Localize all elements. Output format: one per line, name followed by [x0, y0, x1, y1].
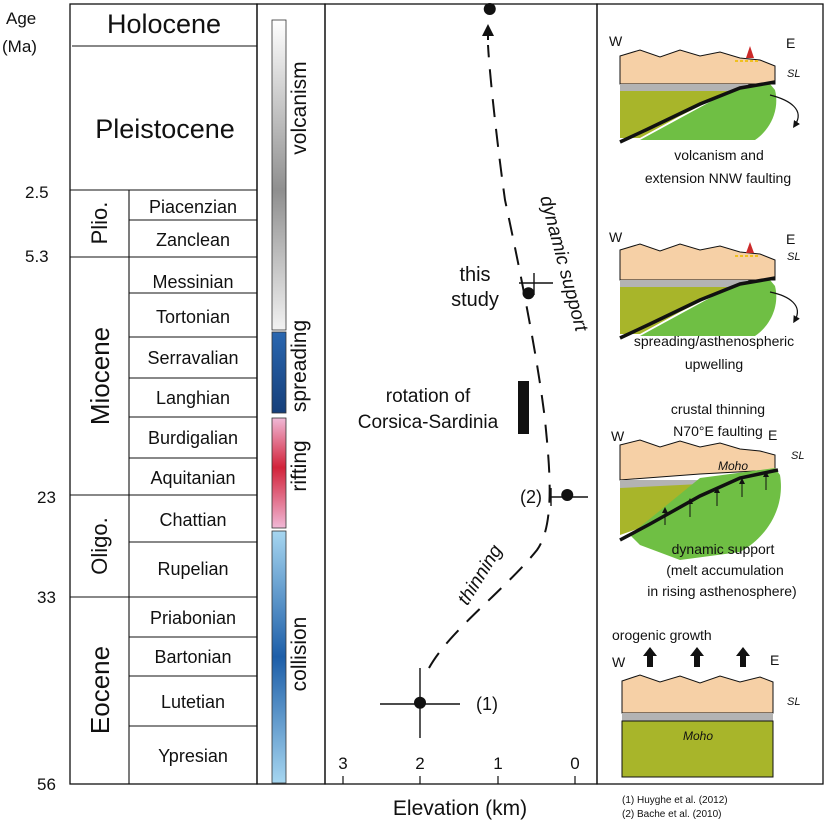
label-point-1: (1) — [476, 694, 498, 714]
stage-zanclean: Zanclean — [156, 230, 230, 250]
data-point-0 — [414, 696, 426, 709]
cs2-sl: SL — [787, 251, 800, 263]
rotation-label-2: Corsica-Sardinia — [358, 412, 499, 433]
thinning-label: thinning — [454, 541, 507, 609]
volcanism-label: volcanism — [288, 61, 311, 154]
cs3-caption3: in rising asthenosphere) — [647, 583, 796, 599]
label-study: study — [451, 289, 499, 311]
cs2-e: E — [786, 231, 795, 247]
rifting-bar — [271, 417, 287, 529]
rotation-label-1: rotation of — [386, 386, 471, 407]
cs2-caption2: upwelling — [685, 356, 743, 372]
cross-section-dynamic-support: crustal thinning N70°E faulting W E SL M… — [611, 401, 804, 599]
cs1-w: W — [609, 33, 623, 49]
stage-labels: Piacenzian Zanclean Messinian Tortonian … — [147, 197, 238, 766]
rotation-bar — [518, 381, 529, 434]
cs4-sl: SL — [787, 696, 800, 708]
spreading-label: spreading — [288, 320, 311, 412]
stage-aquitanian: Aquitanian — [150, 468, 235, 488]
cs3-e: E — [768, 427, 777, 443]
age-tick-5-3: 5.3 — [25, 247, 49, 266]
x-tick-0: 0 — [570, 754, 579, 773]
reference-1: (1) Huyghe et al. (2012) — [622, 795, 728, 806]
label-this: this — [459, 264, 490, 286]
cross-section-spreading: W E SL spreading/asthenospheric upwellin… — [609, 229, 800, 372]
stage-ypresian: Ypresian — [158, 746, 228, 766]
cs4-w: W — [612, 654, 626, 670]
cs3-sl: SL — [791, 450, 804, 462]
data-point-3 — [483, 3, 496, 15]
cs4-uplift-arrows — [643, 647, 750, 667]
cs3-w: W — [611, 428, 625, 444]
cs4-e: E — [770, 652, 779, 668]
cs3-caption1: dynamic support — [672, 541, 775, 557]
stage-tortonian: Tortonian — [156, 307, 230, 327]
age-tick-56: 56 — [37, 775, 56, 794]
volcanism-bar — [271, 19, 287, 331]
epoch-labels: Holocene Pleistocene Plio. Miocene Oligo… — [85, 9, 235, 734]
age-axis-unit: (Ma) — [2, 37, 37, 56]
cs1-caption1: volcanism and — [674, 147, 764, 163]
rifting-label: rifting — [288, 440, 311, 491]
stratigraphic-column — [69, 3, 258, 785]
stage-bartonian: Bartonian — [154, 647, 231, 667]
age-tick-2-5: 2.5 — [25, 183, 49, 202]
epoch-holocene: Holocene — [107, 9, 221, 39]
cross-section-volcanism: W E SL volcanism and extension NNW fault… — [609, 33, 800, 186]
stage-piacenzian: Piacenzian — [149, 197, 237, 217]
cs2-w: W — [609, 229, 623, 245]
epoch-pleistocene: Pleistocene — [95, 114, 235, 144]
x-tick-1: 1 — [493, 754, 502, 773]
plot-points — [414, 3, 574, 709]
epoch-miocene: Miocene — [85, 327, 115, 425]
age-tick-23: 23 — [37, 488, 56, 507]
cs3-support-arrows — [662, 471, 769, 525]
dynamic-support-label: dynamic support — [535, 194, 592, 335]
cs1-sl: SL — [787, 68, 800, 80]
cross-sections-panel: W E SL volcanism and extension NNW fault… — [596, 3, 824, 785]
stage-chattian: Chattian — [159, 510, 226, 530]
collision-label: collision — [288, 617, 311, 692]
spreading-bar — [271, 331, 287, 414]
x-ticks — [342, 776, 576, 784]
stage-burdigalian: Burdigalian — [148, 428, 238, 448]
epoch-oligocene: Oligo. — [87, 517, 112, 574]
cs1-e: E — [786, 35, 795, 51]
epoch-pliocene: Plio. — [87, 202, 112, 245]
epoch-eocene: Eocene — [85, 646, 115, 734]
cs3-moho: Moho — [718, 459, 748, 473]
cs4-moho: Moho — [683, 729, 713, 743]
x-tick-2: 2 — [415, 754, 424, 773]
data-point-1 — [561, 489, 574, 501]
age-axis: Age (Ma) 2.5 5.3 23 33 56 — [2, 9, 56, 794]
age-tick-33: 33 — [37, 588, 56, 607]
cs3-caption2: (melt accumulation — [666, 562, 784, 578]
tectonic-column: volcanism spreading rifting collision — [256, 3, 326, 785]
stage-langhian: Langhian — [156, 388, 230, 408]
data-point-2 — [522, 287, 535, 300]
stage-priabonian: Priabonian — [150, 608, 236, 628]
cs4-top1: orogenic growth — [612, 627, 712, 643]
cross-section-orogenic-growth: orogenic growth W E SL Moho — [612, 627, 800, 778]
error-bars — [380, 273, 588, 738]
elevation-plot: 3 2 1 0 Elevation (km) rotation of Corsi… — [324, 3, 598, 820]
x-axis-label: Elevation (km) — [393, 797, 527, 820]
cs3-top2: N70°E faulting — [673, 423, 763, 439]
stage-rupelian: Rupelian — [157, 559, 228, 579]
cs1-caption2: extension NNW faulting — [645, 170, 791, 186]
age-axis-title: Age — [6, 9, 36, 28]
collision-bar — [271, 530, 287, 784]
label-point-2: (2) — [520, 487, 542, 507]
stage-lutetian: Lutetian — [161, 692, 225, 712]
reference-2: (2) Bache et al. (2010) — [622, 809, 722, 820]
cs3-top1: crustal thinning — [671, 401, 765, 417]
stage-serravalian: Serravalian — [147, 348, 238, 368]
x-tick-3: 3 — [338, 754, 347, 773]
stage-messinian: Messinian — [152, 272, 233, 292]
cs2-caption1: spreading/asthenospheric — [634, 333, 794, 349]
